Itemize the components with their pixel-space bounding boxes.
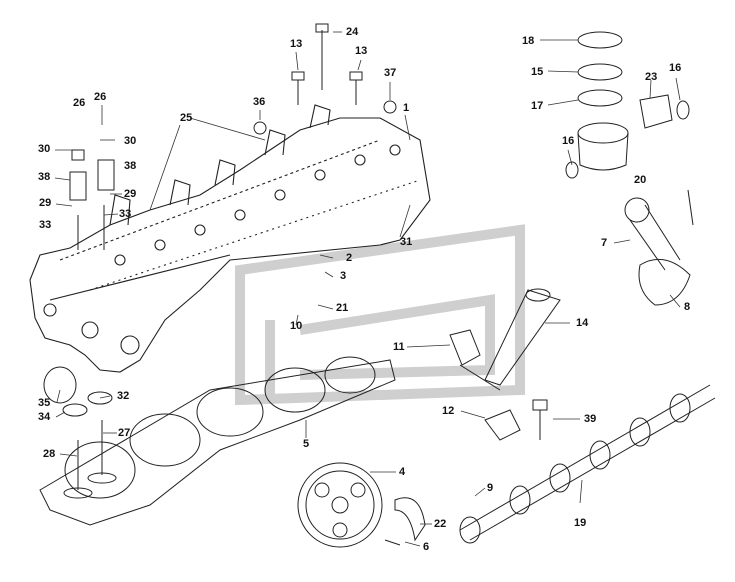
callout-16-top: 16	[669, 62, 682, 74]
callout-32: 32	[117, 390, 130, 402]
callout-38-left: 38	[38, 171, 51, 183]
callout-3: 3	[340, 270, 347, 282]
callout-17: 17	[531, 100, 544, 112]
callout-25: 25	[180, 112, 193, 124]
callout-24: 24	[346, 26, 359, 38]
callout-19: 19	[574, 517, 587, 529]
callout-6: 6	[423, 541, 430, 553]
callout-29-left: 29	[39, 197, 52, 209]
callout-31: 31	[400, 236, 413, 248]
leader-lines	[54, 31, 681, 547]
callout-30-left: 30	[38, 143, 51, 155]
callout-38-right: 38	[124, 160, 137, 172]
connecting-rod	[624, 189, 694, 306]
callout-10: 10	[290, 320, 303, 332]
callout-22: 22	[434, 518, 447, 530]
valve-train-parts	[43, 149, 117, 499]
callout-36: 36	[253, 96, 266, 108]
rocker-parts	[484, 399, 548, 441]
callout-2: 2	[346, 252, 353, 264]
callout-5: 5	[303, 438, 310, 450]
callout-26-right: 26	[94, 91, 107, 103]
callout-33-right: 33	[119, 208, 132, 220]
callout-1: 1	[403, 102, 410, 114]
callout-11: 11	[393, 341, 405, 353]
callout-27: 27	[118, 427, 131, 439]
callout-9: 9	[487, 482, 494, 494]
callout-14: 14	[576, 317, 589, 329]
head-gasket	[39, 356, 396, 526]
cylinder-head	[29, 104, 431, 373]
callout-29-right: 29	[124, 188, 137, 200]
watermark-logo	[235, 224, 525, 406]
callout-26-left: 26	[73, 97, 86, 109]
camshaft	[459, 384, 716, 544]
callout-12: 12	[442, 405, 455, 417]
callout-4: 4	[399, 466, 406, 478]
cam-gear	[297, 462, 383, 548]
callout-23: 23	[645, 71, 658, 83]
callout-13-left: 13	[290, 38, 303, 50]
head-bolts	[253, 23, 397, 135]
callout-34: 34	[38, 411, 51, 423]
callout-20: 20	[634, 174, 647, 186]
callout-16-left: 16	[562, 135, 575, 147]
callout-33-left: 33	[39, 219, 52, 231]
callout-8: 8	[684, 301, 691, 313]
callout-35: 35	[38, 397, 51, 409]
callout-7: 7	[601, 237, 608, 249]
piston-assembly	[565, 31, 690, 179]
callout-28: 28	[43, 448, 56, 460]
fuel-injector	[449, 288, 561, 391]
callout-39: 39	[584, 413, 597, 425]
callout-13-right: 13	[355, 45, 368, 57]
callout-37: 37	[384, 67, 397, 79]
callout-21: 21	[336, 302, 349, 314]
callout-30-right: 30	[124, 135, 137, 147]
callout-15: 15	[531, 66, 544, 78]
thrust-bearing	[384, 497, 426, 546]
callout-18: 18	[522, 35, 535, 47]
